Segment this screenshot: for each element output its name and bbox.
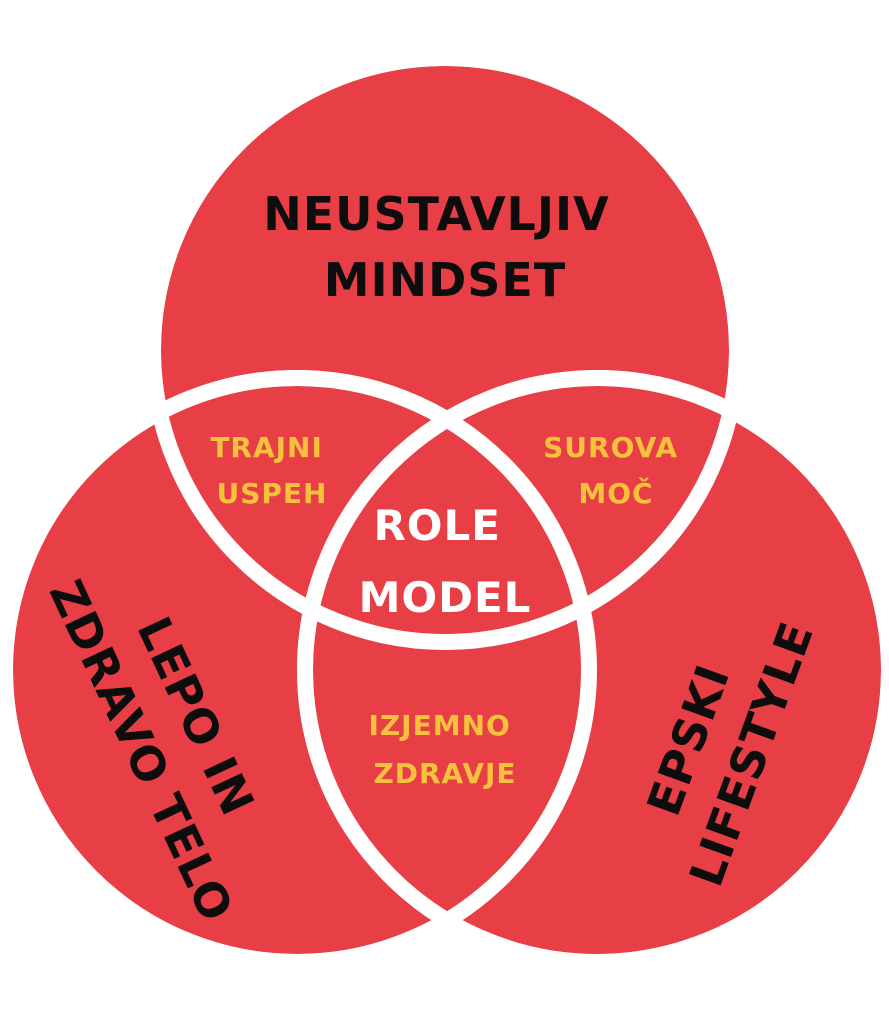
overlap-top-right-label: SUROVA MOČ — [543, 431, 689, 510]
circle-top-label-line2: MINDSET — [324, 253, 567, 307]
overlap-bottom-label: IZJEMNO ZDRAVJE — [368, 709, 521, 790]
circle-top-label: NEUSTAVLJIV MINDSET — [263, 187, 626, 307]
overlap-bottom-line2: ZDRAVJE — [373, 757, 516, 790]
circle-top-label-line1: NEUSTAVLJIV — [263, 187, 609, 241]
center-label: ROLE MODEL — [359, 501, 532, 622]
center-label-line2: MODEL — [359, 573, 532, 622]
overlap-top-right-line2: MOČ — [578, 476, 653, 510]
center-label-line1: ROLE — [373, 501, 501, 550]
overlap-bottom-line1: IZJEMNO — [368, 709, 510, 742]
circle-left-outline — [0, 370, 597, 970]
overlap-top-left-label: TRAJNI USPEH — [210, 431, 333, 510]
overlap-top-left-line2: USPEH — [217, 477, 328, 510]
overlap-top-right-line1: SUROVA — [543, 431, 678, 464]
circle-top-outline — [145, 50, 745, 650]
overlap-top-left-line1: TRAJNI — [210, 431, 323, 464]
circle-right-outline — [297, 370, 889, 970]
